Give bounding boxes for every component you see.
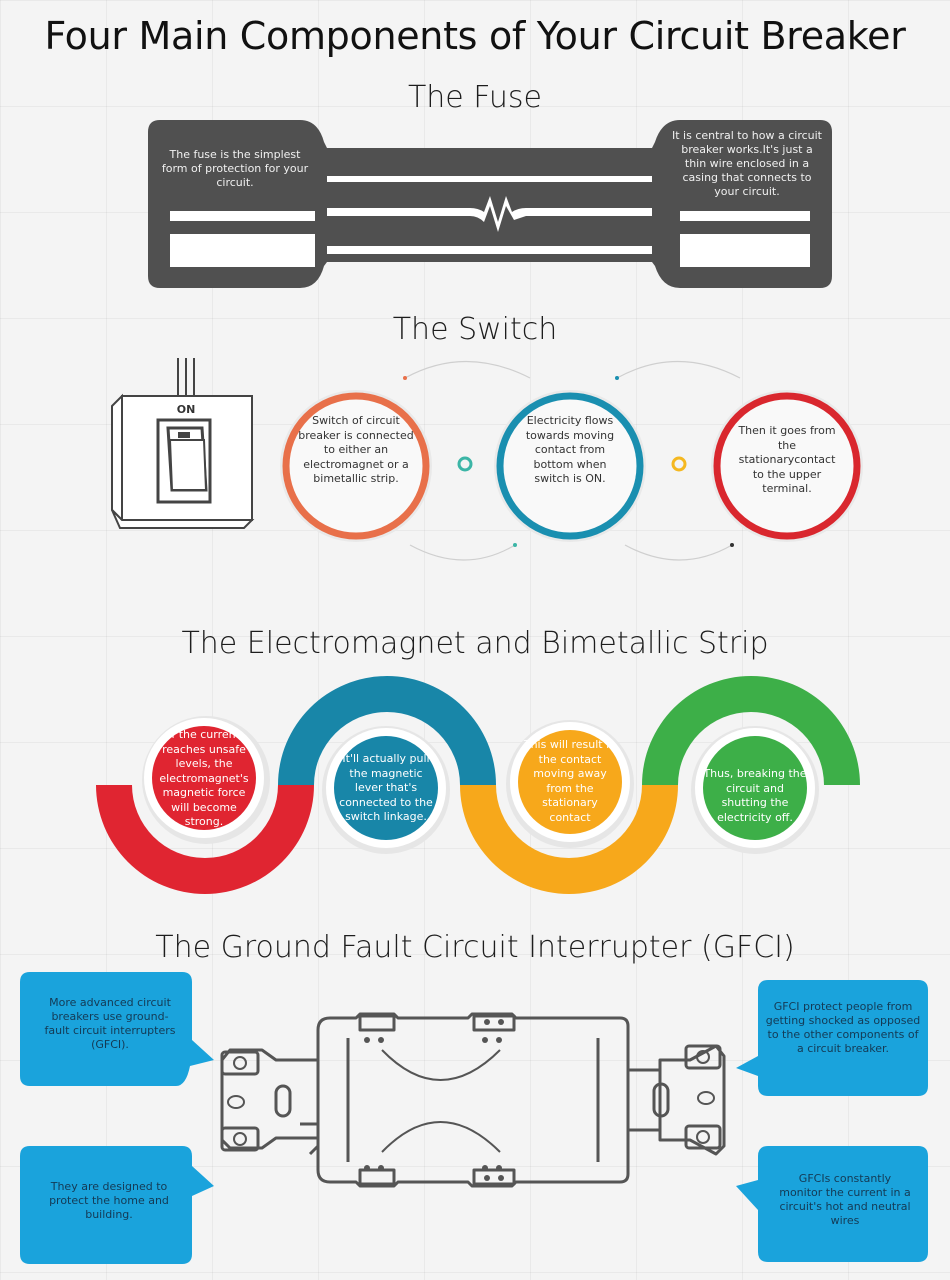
electromagnet-step-4-text: Thus, breaking the circuit and shutting …: [703, 767, 807, 824]
switch-step-1-text: Switch of circuit breaker is connected t…: [298, 414, 414, 485]
gfci-callout-bottom-right: GFCIs constantly monitor the current in …: [779, 1172, 911, 1227]
gfci-callout-bottom-left: They are designed to protect the home an…: [49, 1180, 169, 1221]
fuse-heading: The Fuse: [407, 80, 543, 115]
switch-on-label: ON: [176, 403, 196, 416]
gfci-callout-top-right: GFCI protect people from getting shocked…: [765, 1000, 921, 1055]
page-title: Four Main Components of Your Circuit Bre…: [44, 14, 906, 58]
switch-step-2-text: Electricity flows towards moving contact…: [525, 414, 615, 485]
electromagnet-step-2-text: It'll actually pull the magnetic lever t…: [339, 752, 433, 823]
switch-step-3-text: Then it goes from the stationarycontact …: [738, 424, 836, 495]
fuse-left-text: The fuse is the simplest form of protect…: [161, 148, 309, 189]
electromagnet-step-1-text: If the current reaches unsafe levels, th…: [159, 728, 249, 828]
fuse-right-text: It is central to how a circuit breaker w…: [672, 129, 822, 198]
gfci-heading: The Ground Fault Circuit Interrupter (GF…: [155, 930, 795, 965]
electromagnet-heading: The Electromagnet and Bimetallic Strip: [181, 626, 769, 661]
switch-heading: The Switch: [392, 312, 558, 347]
gfci-callout-top-left: More advanced circuit breakers use groun…: [44, 996, 176, 1051]
electromagnet-step-3-text: This will result in the contact moving a…: [523, 738, 617, 824]
